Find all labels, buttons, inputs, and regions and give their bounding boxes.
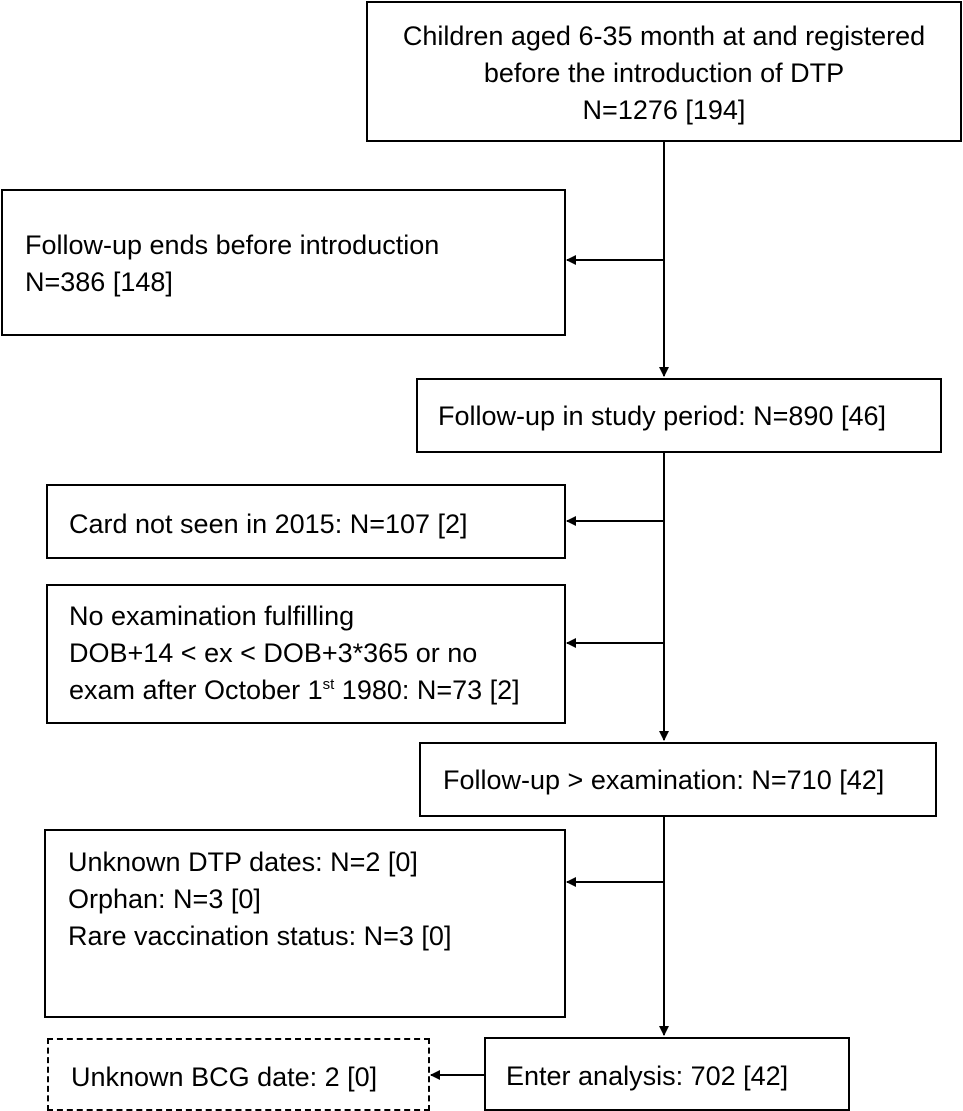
no-examination-line-1: No examination fulfilling	[69, 601, 355, 631]
followup-examination-text: Follow-up > examination: N=710 [42]	[443, 765, 885, 795]
excluded-misc-line-2: Orphan: N=3 [0]	[68, 884, 261, 914]
excluded-misc-line-1: Unknown DTP dates: N=2 [0]	[68, 847, 418, 877]
enter-analysis-text: Enter analysis: 702 [42]	[506, 1061, 789, 1091]
followup-ends-line-2: N=386 [148]	[25, 267, 173, 297]
no-examination-line-2: DOB+14 < ex < DOB+3*365 or no	[69, 638, 478, 668]
top-line-3: N=1276 [194]	[582, 95, 746, 125]
top-line-2: before the introduction of DTP	[483, 58, 845, 88]
no-examination-line-3-pre: exam after October 1	[69, 675, 323, 705]
card-not-seen-text: Card not seen in 2015: N=107 [2]	[69, 509, 468, 539]
excluded-misc-line-3: Rare vaccination status: N=3 [0]	[68, 921, 452, 951]
box-no-examination: No examination fulfilling DOB+14 < ex < …	[46, 584, 566, 724]
followup-ends-line-1: Follow-up ends before introduction	[25, 230, 440, 260]
box-card-not-seen: Card not seen in 2015: N=107 [2]	[46, 484, 566, 559]
box-unknown-bcg: Unknown BCG date: 2 [0]	[47, 1038, 430, 1111]
box-excluded-misc: Unknown DTP dates: N=2 [0] Orphan: N=3 […	[44, 829, 566, 1018]
box-enter-analysis: Enter analysis: 702 [42]	[484, 1037, 850, 1111]
box-followup-ends: Follow-up ends before introduction N=386…	[1, 189, 566, 336]
box-followup-study-period: Follow-up in study period: N=890 [46]	[416, 378, 942, 453]
unknown-bcg-text: Unknown BCG date: 2 [0]	[71, 1062, 378, 1092]
box-followup-examination: Follow-up > examination: N=710 [42]	[419, 742, 937, 817]
top-line-1: Children aged 6-35 month at and register…	[402, 21, 926, 51]
followup-study-period-text: Follow-up in study period: N=890 [46]	[438, 401, 887, 431]
box-top-population: Children aged 6-35 month at and register…	[366, 1, 962, 142]
no-examination-line-3: exam after October 1st 1980: N=73 [2]	[69, 672, 564, 709]
no-examination-line-3-sup: st	[322, 676, 335, 693]
no-examination-line-3-post: 1980: N=73 [2]	[334, 675, 520, 705]
